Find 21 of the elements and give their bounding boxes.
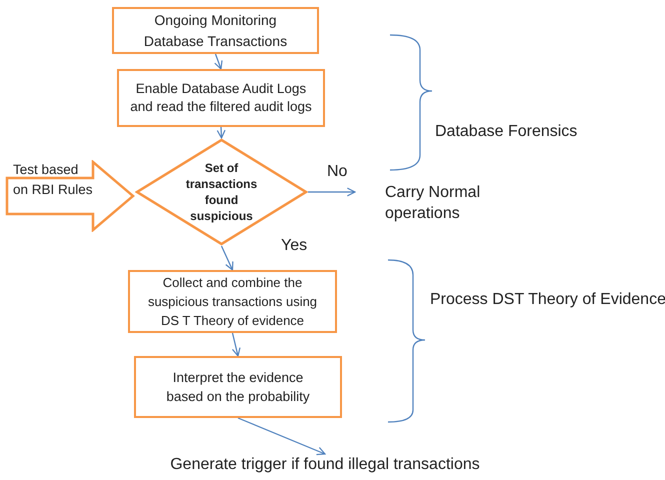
- process-box: [128, 270, 337, 333]
- arrow: [232, 332, 241, 357]
- node-text: Generate trigger if found illegal transactions: [170, 455, 480, 475]
- arrow: [214, 54, 223, 70]
- node-text: Interpret the evidence based on the probability: [165, 369, 311, 406]
- process-box: [134, 356, 342, 418]
- node-text: Test based on RBI Rules: [13, 161, 94, 200]
- arrow: [216, 126, 226, 139]
- node-text: Ongoing Monitoring Database Transactions: [142, 10, 288, 50]
- node-text: Enable Database Audit Logs and read the filtered audit logs: [129, 80, 313, 116]
- arrow: [238, 417, 326, 456]
- arrow: [220, 246, 234, 271]
- node-text: Carry Normal operations: [385, 183, 482, 224]
- brace-label: Process DST Theory of Evidence: [430, 290, 665, 310]
- brace-label: Database Forensics: [435, 122, 578, 142]
- node-text: Set of transactions found suspicious: [186, 160, 258, 224]
- process-box: [117, 69, 325, 127]
- process-box: [112, 7, 319, 54]
- node-text: Collect and combine the suspicious transactions using DS T Theory of evidence: [146, 274, 318, 330]
- arrow: [308, 188, 356, 196]
- block-arrow: [5, 160, 135, 232]
